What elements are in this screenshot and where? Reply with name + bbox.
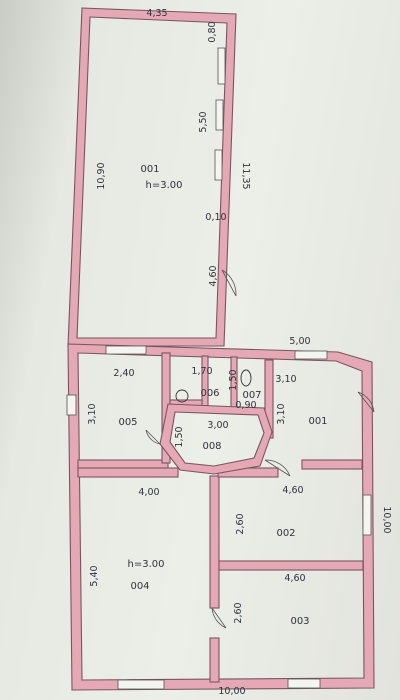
dim-310a: 3,10: [87, 403, 98, 424]
room-006-name: 006: [200, 388, 219, 399]
dim-right-1135: 11,35: [240, 162, 251, 189]
door-008-bottom: [264, 459, 291, 477]
door-005: [145, 429, 161, 445]
dim-mid-500: 5,00: [289, 336, 310, 347]
outer-wall-upper: [67, 7, 237, 347]
room-005-name: 005: [118, 417, 137, 428]
dim-310b: 3,10: [275, 374, 296, 385]
dim-150b: 1,50: [174, 426, 185, 447]
dim-top-width: 4,35: [146, 8, 167, 19]
dim-right-550: 5,50: [198, 111, 209, 132]
toilet-fixture: [240, 369, 252, 387]
room-004-height: h=3.00: [128, 559, 165, 570]
window-upper-2: [215, 99, 224, 131]
door-001b-right: [357, 391, 375, 413]
door-004-right: [211, 607, 227, 629]
window-001b-top: [294, 350, 328, 360]
dim-310c: 3,10: [276, 403, 287, 424]
sink-fixture: [175, 389, 189, 403]
room-001b-name: 001: [308, 416, 327, 427]
wall-001b-bottom: [301, 459, 363, 470]
dim-400: 4,00: [138, 487, 159, 498]
dim-1000-right: 10,00: [381, 506, 392, 533]
window-left-1: [66, 394, 77, 416]
wall-004-right: [209, 475, 220, 609]
dim-right-460: 4,60: [208, 265, 219, 286]
room-001a-height: h=3.00: [146, 180, 183, 191]
dim-150a: 1,50: [228, 369, 239, 390]
dim-460a: 4,60: [282, 485, 303, 496]
window-004-bottom: [117, 679, 165, 690]
dim-300: 3,00: [207, 420, 228, 431]
door-upper-right: [221, 269, 237, 297]
dim-260a: 2,60: [235, 513, 246, 534]
window-002-right: [362, 494, 372, 536]
window-003-bottom: [287, 678, 321, 689]
room-008-name: 008: [202, 441, 221, 452]
room-001a-name: 001: [140, 164, 159, 175]
wall-004-right-low: [209, 637, 220, 683]
wall-004-top: [77, 467, 179, 478]
dim-right-010: 0,10: [205, 212, 226, 223]
dim-240: 2,40: [113, 368, 134, 379]
dim-left-1090: 10,90: [96, 162, 107, 189]
wall-002-003: [218, 560, 364, 571]
window-upper-1: [217, 47, 226, 85]
dim-540: 5,40: [89, 565, 100, 586]
dim-090: 0,90: [235, 400, 256, 411]
window-005-top: [105, 345, 147, 355]
dim-top-right-08: 0,80: [207, 21, 218, 42]
dim-1000-bottom: 10,00: [218, 686, 245, 697]
dim-460b: 4,60: [284, 573, 305, 584]
outer-wall-lower: [67, 343, 375, 691]
dim-260b: 2,60: [233, 602, 244, 623]
dim-170: 1,70: [191, 366, 212, 377]
window-upper-3: [214, 149, 223, 181]
room-002-name: 002: [276, 528, 295, 539]
room-004-name: 004: [130, 581, 149, 592]
room-003-name: 003: [290, 616, 309, 627]
wall-008: [159, 403, 273, 475]
room-007-name: 007: [242, 390, 261, 401]
